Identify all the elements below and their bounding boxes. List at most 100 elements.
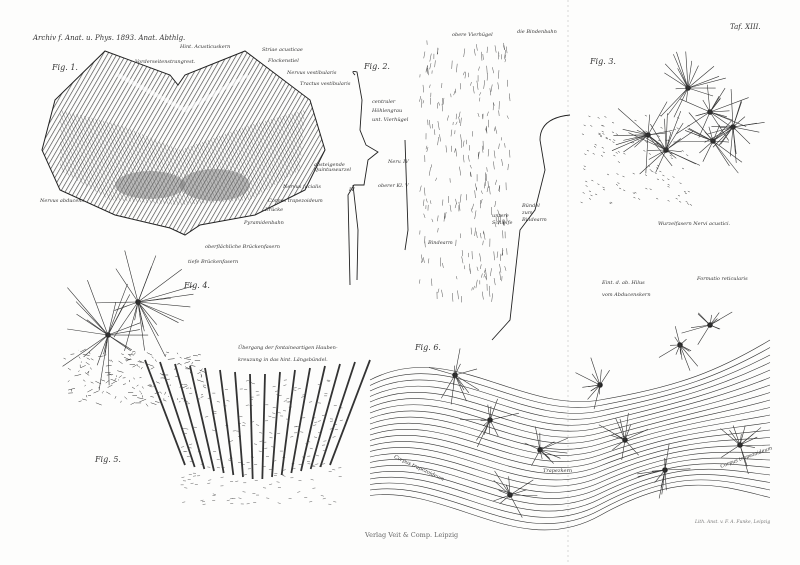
fig1-annotation: Nervus vestibularis (287, 70, 337, 76)
fiber-stroke (84, 372, 90, 376)
lithographer-imprint: Lith. Anst. v. F. A. Funke, Leipzig (695, 520, 771, 525)
fiber-stroke (120, 400, 122, 403)
dendrite (539, 449, 551, 459)
fiber-dot (580, 201, 583, 204)
fiber-stroke (87, 388, 93, 393)
dendrite (698, 111, 711, 138)
fiber-stroke (211, 429, 216, 431)
fiber-stroke (78, 370, 80, 372)
fiber-stroke (132, 351, 136, 353)
dendrite (709, 97, 749, 113)
fiber-stroke (164, 354, 167, 357)
dendrite (685, 51, 689, 89)
dendrite (679, 344, 683, 360)
dendrite (137, 301, 159, 337)
fiber-dot (662, 179, 665, 181)
dendrite (709, 314, 712, 326)
dendrite (720, 428, 741, 446)
dendrite (624, 429, 648, 441)
fiber-stroke (458, 111, 461, 118)
fiber-stroke (486, 73, 488, 81)
dendrite (622, 129, 649, 136)
fiber-stroke (477, 151, 480, 160)
fiber-stroke (315, 463, 319, 465)
fiber-stroke (70, 353, 75, 355)
fiber-stroke (256, 424, 260, 426)
fiber-stroke (190, 387, 192, 390)
fiber-dot (609, 202, 612, 205)
fiber-dot (634, 119, 637, 122)
fiber-stroke (277, 412, 281, 414)
dendrite (489, 398, 498, 421)
fiber-dot (686, 154, 689, 156)
fiber-stroke (320, 495, 324, 497)
fiber-stroke (152, 385, 154, 388)
dendrite (428, 367, 456, 376)
fiber-stroke (67, 380, 70, 383)
dendrite (107, 304, 125, 336)
fig2-annotation: Bindearm (428, 240, 453, 246)
fiber-stroke (245, 404, 249, 406)
fiber-dot (585, 180, 588, 183)
fiber-stroke (273, 460, 277, 462)
fiber-stroke (124, 396, 128, 400)
fiber-stroke (422, 84, 425, 93)
dendrite (137, 301, 191, 308)
fiber-dot (602, 133, 605, 135)
dendrite (709, 312, 720, 326)
fiber-stroke (169, 384, 171, 387)
dendrite (665, 131, 694, 151)
fiber-dot (623, 153, 626, 155)
fiber-stroke (493, 150, 496, 159)
fiber-dot (644, 114, 648, 117)
fiber-stroke (242, 422, 246, 424)
fig2-label: Fig. 2. (364, 62, 390, 71)
trapezoid-fiber (369, 407, 771, 456)
fiber-stroke (176, 352, 179, 355)
fiber-stroke (253, 443, 258, 445)
dendrite (480, 419, 491, 422)
fiber-dot (591, 179, 594, 182)
fiber-stroke (504, 266, 507, 271)
dendrite (634, 134, 649, 148)
fiber-stroke (497, 53, 500, 60)
fiber-stroke (127, 353, 132, 357)
fiber-dot (600, 155, 604, 157)
fiber-dot (592, 153, 595, 155)
fiber-stroke (176, 363, 180, 365)
fiber-stroke (454, 203, 457, 209)
fig1-label: Fig. 1. (52, 63, 78, 72)
fiber-stroke (226, 400, 230, 402)
dendrite (67, 328, 109, 336)
fiber-stroke (494, 179, 497, 185)
fiber-stroke (439, 134, 441, 142)
fiber-dot (588, 190, 592, 193)
fiber-stroke (118, 360, 123, 365)
fiber-stroke (423, 213, 426, 218)
fiber-stroke (321, 414, 326, 417)
fiber-bundle (249, 373, 254, 480)
fiber-stroke (164, 391, 167, 395)
dendrite (732, 116, 746, 128)
dendrite (648, 149, 667, 160)
fiber-stroke (145, 403, 149, 407)
fiber-stroke (503, 219, 505, 226)
fiber-stroke (151, 356, 154, 359)
dendrite (107, 334, 133, 351)
dendrite (509, 479, 534, 496)
fiber-dot (597, 117, 600, 119)
fiber-stroke (495, 127, 498, 134)
fig6-trapezoid-body (369, 311, 771, 531)
dendrite (137, 255, 157, 303)
fiber-stroke (199, 369, 206, 374)
fiber-dot (649, 188, 652, 190)
fiber-stroke (485, 275, 487, 281)
fiber-dot (656, 197, 659, 200)
fiber-stroke (259, 440, 263, 442)
fiber-stroke (160, 391, 162, 394)
fiber-dot (601, 130, 604, 133)
fiber-stroke (178, 400, 181, 403)
fiber-stroke (228, 459, 232, 461)
fiber-stroke (139, 360, 145, 364)
dendrite (83, 334, 109, 358)
